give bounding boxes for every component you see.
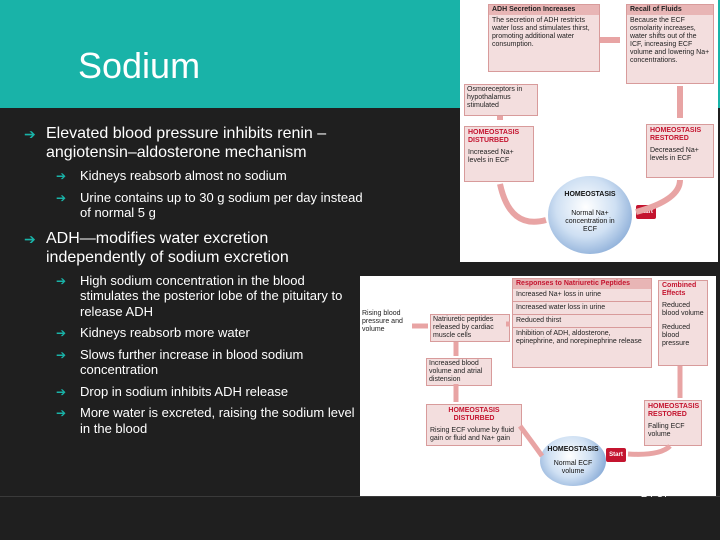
rising-pressure-label: Rising blood pressure and volume bbox=[362, 310, 403, 333]
slide-title: Sodium bbox=[78, 45, 201, 86]
homeostasis-label: HOMEOSTASIS bbox=[564, 191, 616, 198]
flow-arrows-icon bbox=[497, 37, 683, 225]
recall-header: Recall of Fluids bbox=[627, 5, 713, 15]
sub-bullet-item: ➔ Drop in sodium inhibits ADH release bbox=[56, 384, 364, 400]
bullet-arrow-icon: ➔ bbox=[56, 273, 67, 288]
bullet-arrow-icon: ➔ bbox=[24, 230, 36, 247]
bullet-arrow-icon: ➔ bbox=[24, 126, 36, 142]
sub-bullet-item: ➔ More water is excreted, raising the so… bbox=[56, 405, 364, 436]
response-item: Reduced thirst bbox=[513, 315, 651, 328]
restored-text: Decreased Na+ levels in ECF bbox=[650, 147, 699, 162]
homeostasis-text-2: Normal ECF volume bbox=[553, 460, 593, 475]
restored-header-2: HOMEOSTASIS RESTORED bbox=[648, 403, 700, 418]
start-marker-2: Start bbox=[606, 448, 626, 462]
sub-bullet-text: High sodium concentration in the blood s… bbox=[80, 272, 343, 319]
sub-bullet-text: Urine contains up to 30 g sodium per day… bbox=[80, 189, 363, 221]
bullet-arrow-icon: ➔ bbox=[56, 190, 67, 205]
response-item: Inhibition of ADH, aldosterone, epinephr… bbox=[516, 330, 642, 345]
disturbed-box: HOMEOSTASIS DISTURBED Increased Na+ leve… bbox=[464, 126, 534, 182]
adh-homeostasis-figure: ADH Secretion Increases The secretion of… bbox=[460, 0, 718, 262]
bullet-arrow-icon: ➔ bbox=[56, 406, 67, 420]
sub-bullet-item: ➔ High sodium concentration in the blood… bbox=[56, 273, 364, 320]
adh-secretion-box: ADH Secretion Increases The secretion of… bbox=[488, 4, 600, 72]
bullet-list: ➔ Elevated blood pressure inhibits renin… bbox=[24, 124, 364, 442]
flow-arrows-icon-2 bbox=[412, 321, 683, 458]
adh-text: The secretion of ADH restricts water los… bbox=[492, 17, 590, 48]
increased-volume-box: Increased blood volume and atrial disten… bbox=[426, 358, 492, 386]
sub-bullet-text: Kidneys reabsorb almost no sodium bbox=[80, 168, 287, 183]
sub-bullet-item: ➔ Kidneys reabsorb almost no sodium bbox=[56, 168, 364, 184]
natriuretic-figure: Responses to Natriuretic Peptides Increa… bbox=[360, 276, 716, 496]
bullet-arrow-icon: ➔ bbox=[56, 326, 67, 340]
responses-header: Responses to Natriuretic Peptides bbox=[513, 279, 651, 289]
homeostasis-text: Normal Na+ concentration in ECF bbox=[565, 210, 615, 233]
homeostasis-label-2: HOMEOSTASIS bbox=[547, 446, 599, 453]
disturbed-header-2: HOMEOSTASIS DISTURBED bbox=[448, 407, 500, 422]
adh-header: ADH Secretion Increases bbox=[489, 5, 599, 15]
combined-header: Combined Effects bbox=[662, 282, 697, 297]
recall-text: Because the ECF osmolarity increases, wa… bbox=[630, 17, 710, 64]
combined-item: Reduced blood volume bbox=[662, 302, 704, 317]
responses-box: Responses to Natriuretic Peptides Increa… bbox=[512, 278, 652, 368]
bullet-text: ADH—modifies water excretion independent… bbox=[46, 229, 289, 266]
restored-box: HOMEOSTASIS RESTORED Decreased Na+ level… bbox=[646, 124, 714, 178]
sub-bullet-text: Kidneys reabsorb more water bbox=[80, 325, 250, 340]
natriuretic-box: Natriuretic peptides released by cardiac… bbox=[430, 314, 510, 342]
response-item: Increased Na+ loss in urine bbox=[513, 289, 651, 302]
footer-divider bbox=[0, 496, 720, 497]
disturbed-text-2: Rising ECF volume by fluid gain or fluid… bbox=[430, 427, 515, 442]
osmoreceptor-box: Osmoreceptors in hypothalamus stimulated bbox=[464, 84, 538, 116]
sub-bullet-text: Drop in sodium inhibits ADH release bbox=[80, 383, 289, 399]
sub-bullet-item: ➔ Urine contains up to 30 g sodium per d… bbox=[56, 190, 364, 221]
bullet-arrow-icon: ➔ bbox=[56, 347, 67, 362]
combined-effects-box: Combined Effects Reduced blood volume Re… bbox=[658, 280, 708, 366]
bullet-item: ➔ ADH—modifies water excretion independe… bbox=[24, 229, 364, 267]
homeostasis-circle-2: HOMEOSTASIS Normal ECF volume bbox=[540, 436, 606, 486]
combined-item: Reduced blood pressure bbox=[662, 324, 691, 347]
sub-bullet-text: More water is excreted, raising the sodi… bbox=[80, 405, 355, 436]
sub-bullet-item: ➔ Slows further increase in blood sodium… bbox=[56, 347, 364, 378]
bullet-arrow-icon: ➔ bbox=[56, 169, 67, 183]
bullet-item: ➔ Elevated blood pressure inhibits renin… bbox=[24, 124, 364, 162]
slide-number: 24-37 bbox=[641, 488, 670, 500]
homeostasis-circle: HOMEOSTASIS Normal Na+ concentration in … bbox=[548, 176, 632, 254]
disturbed-text: Increased Na+ levels in ECF bbox=[468, 149, 514, 164]
response-item: Increased water loss in urine bbox=[513, 302, 651, 315]
recall-fluids-box: Recall of Fluids Because the ECF osmolar… bbox=[626, 4, 714, 84]
disturbed-header: HOMEOSTASIS DISTURBED bbox=[468, 129, 520, 144]
disturbed-box-2: HOMEOSTASIS DISTURBED Rising ECF volume … bbox=[426, 404, 522, 446]
restored-text-2: Falling ECF volume bbox=[648, 423, 685, 438]
restored-header: HOMEOSTASIS RESTORED bbox=[650, 127, 702, 142]
sub-bullet-item: ➔ Kidneys reabsorb more water bbox=[56, 325, 364, 341]
restored-box-2: HOMEOSTASIS RESTORED Falling ECF volume bbox=[644, 400, 702, 446]
sub-bullet-text: Slows further increase in blood sodium c… bbox=[80, 346, 304, 378]
bullet-arrow-icon: ➔ bbox=[56, 384, 67, 399]
bullet-text: Elevated blood pressure inhibits renin –… bbox=[46, 125, 327, 161]
